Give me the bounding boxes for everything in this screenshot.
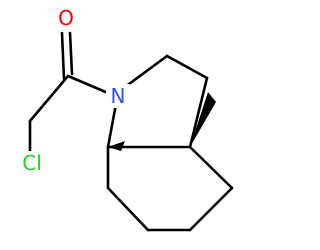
bond-c4-c3a [188, 145, 234, 190]
bond-c7-c6 [106, 186, 150, 232]
bond-carbonyl-1 [60, 31, 66, 81]
nitrogen-label-backdrop [106, 84, 130, 108]
bond-carbonyl-2 [68, 31, 74, 76]
oxygen-label-backdrop [55, 5, 77, 29]
bond-c5-c4 [188, 186, 234, 232]
chemical-structure: O N Cl [17, 5, 234, 232]
bond-lines [28, 31, 234, 232]
wedge-bond-c3a [190, 92, 216, 147]
bond-n-ring-ch2 [123, 54, 169, 89]
chlorine-label: Cl [22, 151, 42, 175]
atom-labels: O N Cl [17, 5, 130, 175]
stereo-wedges [108, 92, 216, 151]
bond-ring-ch2-c3a [188, 76, 209, 149]
wedge-bond-c7a [108, 141, 125, 151]
bond-ring-ch2-ch2 [165, 54, 209, 80]
bond-carbonyl-c-ch2 [28, 74, 70, 123]
nitrogen-label: N [111, 84, 126, 108]
bond-n-c7a [106, 102, 118, 149]
chlorine-label-backdrop [17, 151, 47, 175]
oxygen-label: O [58, 6, 74, 30]
bond-carbonyl-c-n [66, 74, 110, 95]
